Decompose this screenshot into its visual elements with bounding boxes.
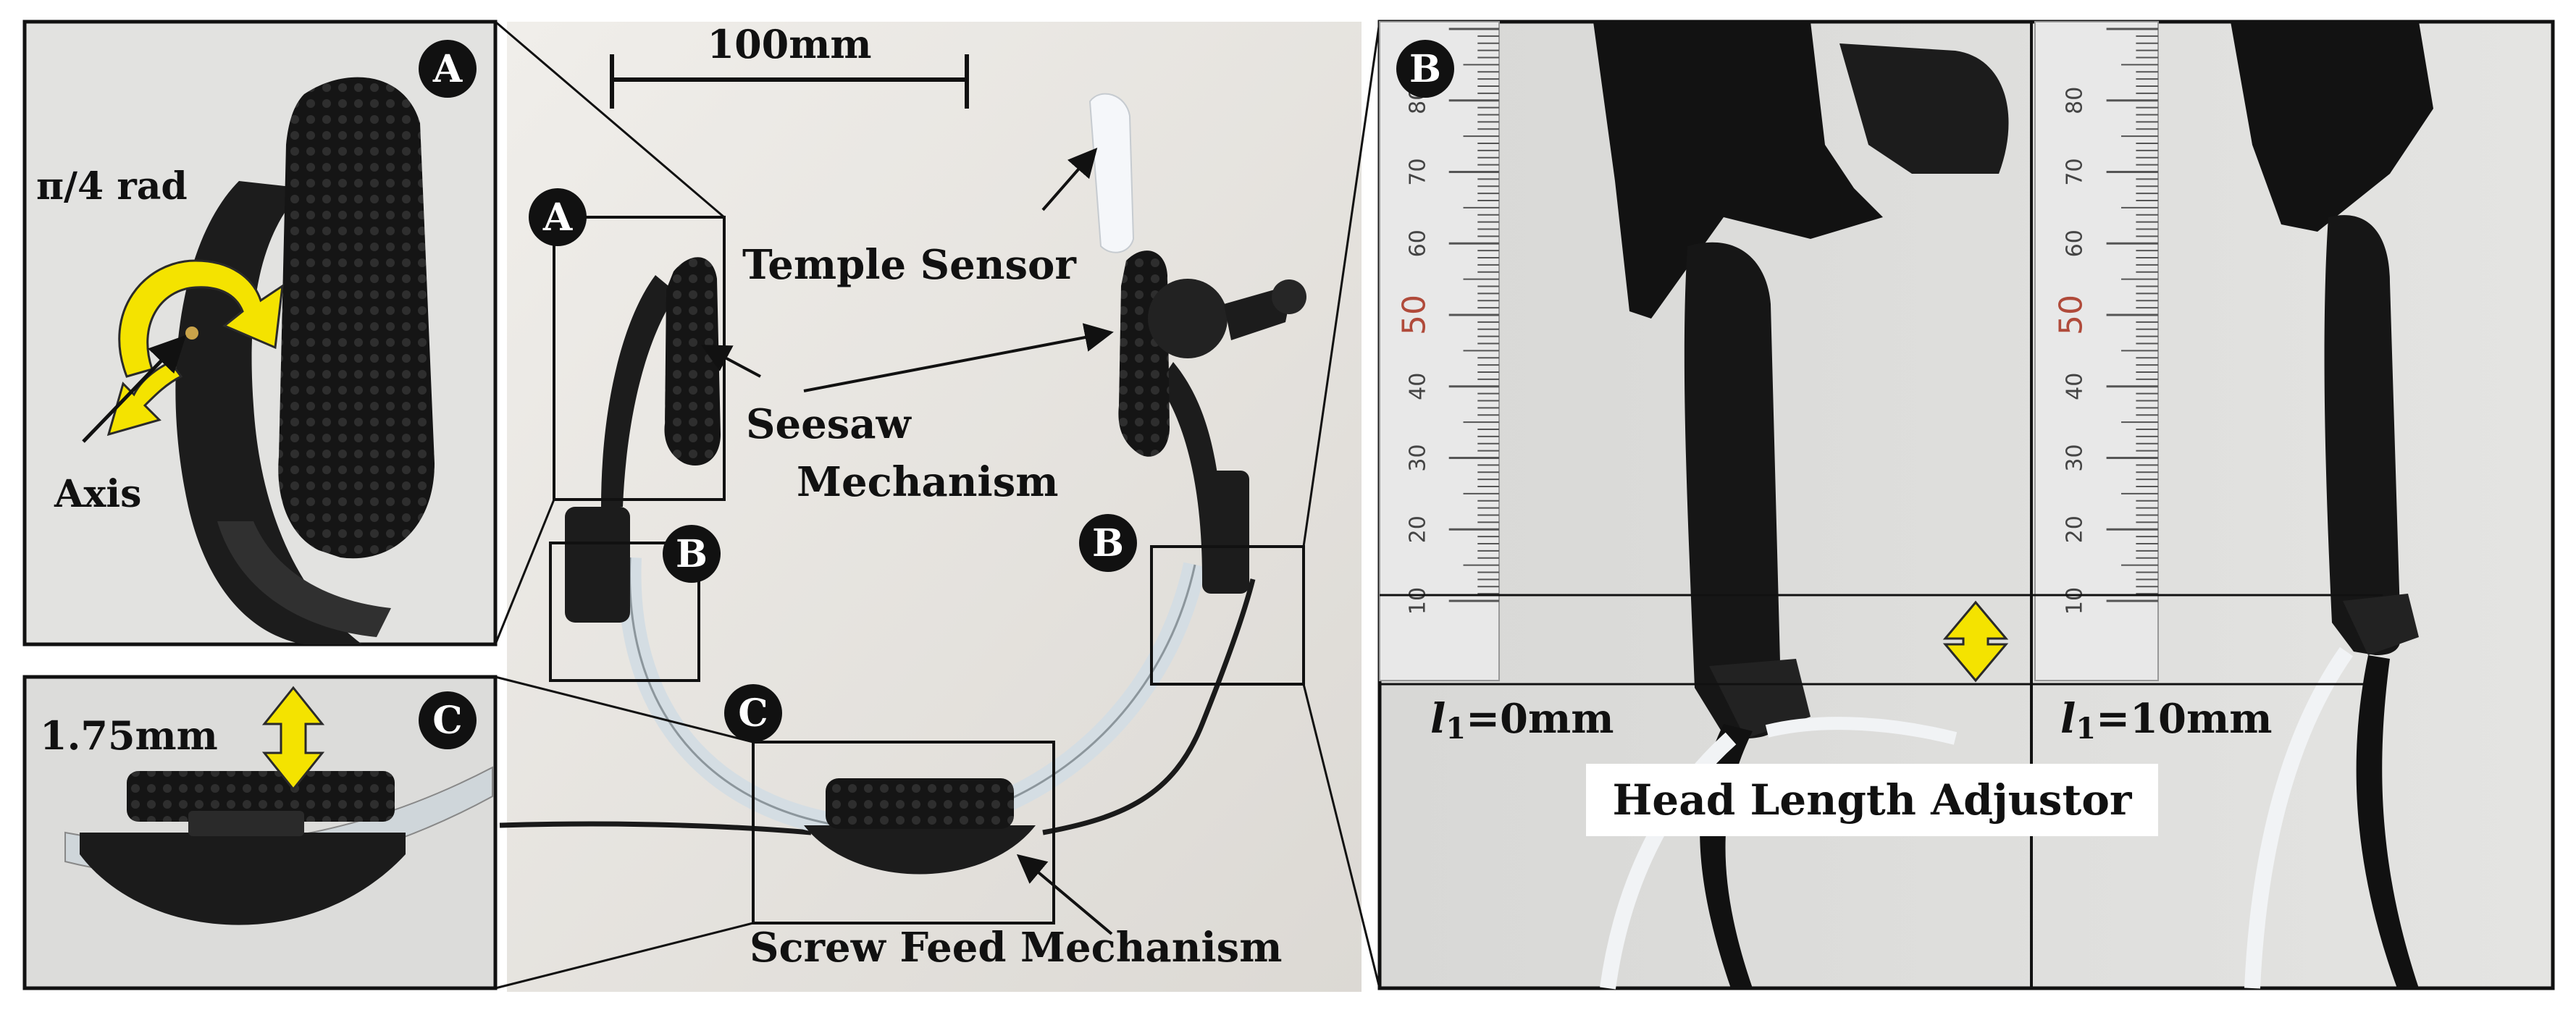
connector-b-top [1302, 21, 1381, 547]
main-right-pad [1118, 250, 1170, 457]
ruler-right-number: 60 [2063, 229, 2088, 257]
main-region-c [752, 741, 1055, 925]
panel-b-double-arrow [1942, 600, 2009, 683]
connector-b-bottom [1302, 683, 1381, 989]
main-left-arm [601, 275, 677, 507]
panel-c-height-label: 1.75mm [40, 712, 218, 759]
panel-a-axis-dot [185, 327, 198, 340]
seesaw-arrow-right [803, 323, 1114, 392]
screw-feed-arrow [1016, 854, 1113, 935]
panel-a-pad [278, 77, 435, 559]
scale-bar-label: 100mm [708, 21, 872, 67]
panel-b-ruler-right: 80 70 60 50 40 30 20 10 [2034, 21, 2159, 681]
seesaw-label-line2: Mechanism [797, 458, 1058, 506]
panel-b: 80 70 60 50 40 30 20 10 80 70 60 50 40 30 20 10 l1=0mm [1377, 20, 2555, 990]
panel-a-angle-label: π/4 rad [36, 164, 188, 209]
main-badge-a-letter: A [542, 195, 573, 240]
panel-b-badge [1396, 40, 1454, 98]
panel-c-housing [80, 833, 406, 925]
main-region-b-left [549, 542, 700, 682]
connector-c-bottom [495, 922, 754, 990]
panel-b-left-clip [1593, 22, 1883, 319]
ruler-left-number: 40 [1406, 373, 1431, 400]
panel-c-pad [127, 771, 395, 822]
panel-a-badge-letter: A [432, 47, 463, 91]
ruler-right-number: 20 [2063, 515, 2088, 543]
main-temple-sensor [1088, 93, 1135, 253]
ruler-left-number: 60 [1406, 229, 1431, 257]
panel-b-left-arm [1684, 242, 1782, 739]
connector-a-bottom [494, 499, 555, 645]
main-badge-b-right [1079, 514, 1137, 572]
panel-b-l1-left: l1=0mm [1430, 695, 1614, 746]
panel-b-l1-right: l1=10mm [2060, 695, 2272, 746]
panel-b-right-arm [2324, 215, 2401, 655]
ruler-right-number: 80 [2063, 87, 2088, 114]
panel-a-badge [419, 40, 477, 98]
main-badge-b-left-letter: B [676, 532, 708, 576]
main-badge-b-left [663, 525, 721, 583]
panel-b-head-length-label: Head Length Adjustor [1613, 775, 2133, 825]
temple-sensor-arrow [1041, 147, 1098, 211]
ruler-left-number: 50 [1396, 295, 1433, 335]
panel-c-double-arrow [261, 686, 325, 791]
panel-b-right-clip [2231, 22, 2433, 232]
panel-a-axis-label: Axis [54, 472, 141, 516]
scale-bar: 100mm [610, 21, 969, 109]
panel-b-head-length-box [1586, 764, 2158, 836]
panel-c-badge-letter: C [432, 699, 462, 743]
connector-a-top [495, 20, 725, 219]
main-badge-c [724, 684, 782, 742]
main-left-pad [664, 257, 721, 466]
screw-feed-label: Screw Feed Mechanism [750, 924, 1282, 972]
panel-c: 1.75mm C [22, 675, 498, 990]
ruler-left-number: 10 [1406, 587, 1431, 615]
ruler-right-number: 10 [2063, 587, 2088, 615]
connector-c-top [495, 675, 754, 744]
main-photo: 100mm Temple Sensor Seesaw Mechanism Scr… [494, 20, 1381, 992]
ruler-right-number: 50 [2053, 295, 2090, 335]
ruler-left-number: 30 [1406, 444, 1431, 471]
panel-c-badge [419, 691, 477, 749]
seesaw-label-line1: Seesaw [746, 400, 912, 448]
seesaw-arrow-left [700, 345, 761, 378]
ruler-right-number: 30 [2063, 444, 2088, 471]
panel-a: π/4 rad Axis A [22, 20, 498, 647]
main-cable [499, 578, 1256, 835]
main-region-b-right [1150, 545, 1305, 686]
ruler-left-number: 20 [1406, 515, 1431, 543]
temple-sensor-label: Temple Sensor [742, 241, 1077, 289]
main-badge-b-right-letter: B [1092, 521, 1124, 565]
main-badge-c-letter: C [738, 691, 768, 736]
ruler-right-number: 70 [2063, 158, 2088, 185]
main-screw-feed [804, 825, 1036, 875]
ruler-right-number: 40 [2063, 373, 2088, 400]
panel-b-badge-letter: B [1409, 47, 1441, 91]
main-badge-a [529, 188, 587, 246]
panel-a-rotation-arrow [118, 259, 284, 378]
ruler-left-number: 70 [1406, 158, 1431, 185]
